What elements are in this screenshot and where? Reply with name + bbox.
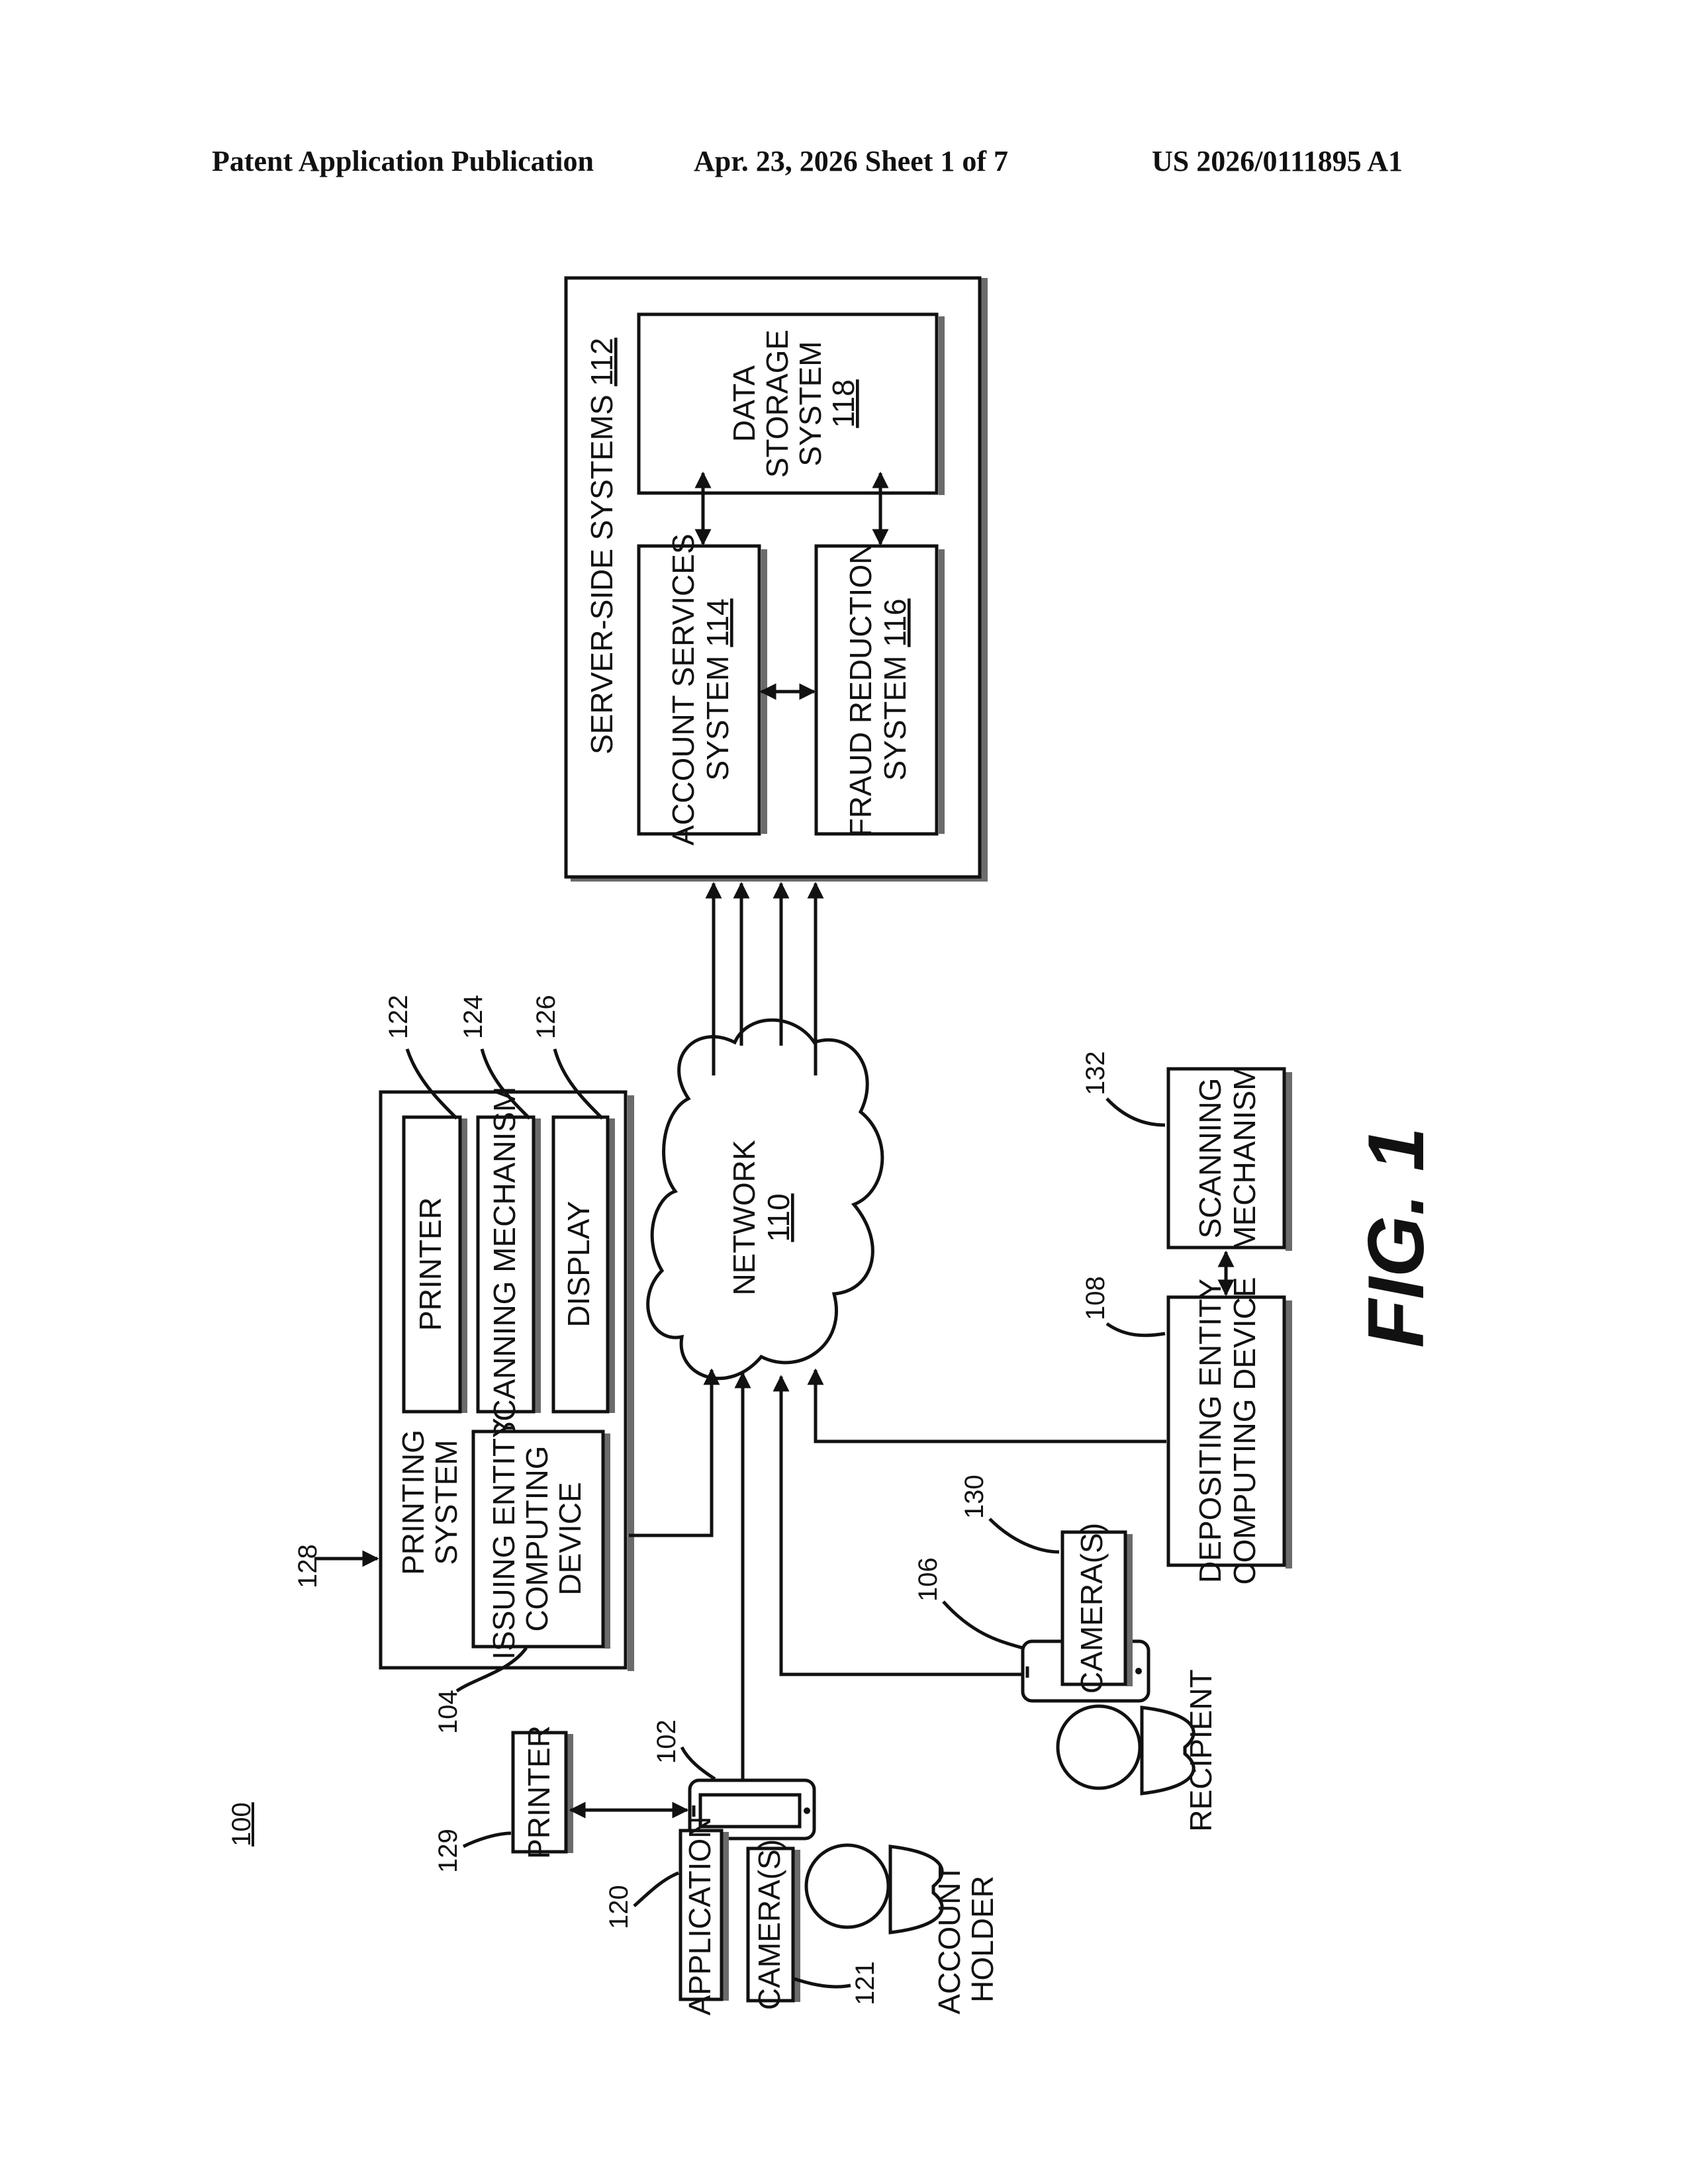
ref-106: 106 [914,1557,943,1602]
data-storage-line2: STORAGE [760,330,794,478]
ref-129: 129 [434,1829,463,1873]
account-holder-line2: HOLDER [965,1876,1000,2003]
recipient-cameras-label: CAMERA(S) [1074,1523,1109,1694]
account-services-system: ACCOUNT SERVICES SYSTEM 114 [639,533,767,845]
account-holder-line1: ACCOUNT [932,1864,966,2014]
ref-128: 128 [293,1544,322,1588]
data-storage-line1: DATA [727,365,761,442]
system-ref-100: 100 [227,1802,256,1846]
printer-122-label: PRINTER [413,1197,447,1331]
network-cloud: NETWORK 110 [648,1020,882,1378]
issuing-line2: COMPUTING [520,1445,554,1631]
printing-system: PRINTING SYSTEM PRINTER SCANNING MECHANI… [293,995,634,1734]
printing-system-line1: PRINTING [396,1430,430,1575]
server-side-systems: SERVER-SIDE SYSTEMS 112 DATA STORAGE SYS… [566,278,988,882]
depositing-line2: COMPUTING DEVICE [1227,1277,1262,1584]
printer-129-label: PRINTER [522,1725,556,1859]
ref-132: 132 [1081,1051,1110,1095]
printer-129: PRINTER 129 [434,1725,573,1873]
recipient-head [1058,1706,1140,1788]
application-label: APPLICATION [682,1817,717,2016]
data-storage-ref: 118 [826,379,861,428]
ref-121: 121 [851,1961,880,2005]
link-issuing-network [629,1370,712,1535]
ref-126: 126 [532,995,561,1039]
ref-122: 122 [384,995,413,1039]
scanning-132-line2: MECHANISM [1227,1065,1262,1251]
ref-108: 108 [1081,1276,1110,1320]
issuing-line1: ISSUING ENTITY [487,1418,521,1659]
ref-102: 102 [652,1719,681,1764]
scanning-124-label: SCANNING MECHANISM [487,1087,522,1442]
figure-label: FIG. 1 [1352,1127,1440,1347]
server-side-title: SERVER-SIDE SYSTEMS 112 [585,338,619,754]
fraud-reduction-line2: SYSTEM 116 [878,598,912,780]
display-126-label: DISPLAY [561,1201,596,1328]
link-depositing-network [816,1370,1166,1441]
account-holder-head [806,1845,888,1927]
issuing-line3: DEVICE [553,1482,587,1595]
printing-system-line2: SYSTEM [429,1439,463,1565]
data-storage-line3: SYSTEM [793,341,827,466]
ref-104: 104 [434,1690,463,1734]
ref-120: 120 [604,1885,633,1929]
account-holder-cameras-label: CAMERA(S) [752,1839,786,2010]
fraud-reduction-line1: FRAUD REDUCTION [843,543,878,837]
account-holder-group: 102 APPLICATION 120 CAMERA(S) 121 ACCOUN… [604,1719,1000,2015]
ref-124: 124 [459,995,488,1039]
depositing-entity-group: DEPOSITING ENTITY COMPUTING DEVICE 108 S… [1081,1051,1292,1584]
data-storage-system: DATA STORAGE SYSTEM 118 [639,314,945,495]
network-ref: 110 [761,1193,796,1242]
depositing-line1: DEPOSITING ENTITY [1193,1279,1227,1583]
recipient-label: RECIPIENT [1184,1669,1218,1831]
account-services-line2: SYSTEM 114 [700,598,735,780]
fraud-reduction-system: FRAUD REDUCTION SYSTEM 116 [816,543,945,837]
ref-130: 130 [960,1475,989,1519]
scanning-132-line1: SCANNING [1193,1078,1227,1239]
network-label: NETWORK [727,1140,761,1295]
account-services-line1: ACCOUNT SERVICES [666,533,700,845]
